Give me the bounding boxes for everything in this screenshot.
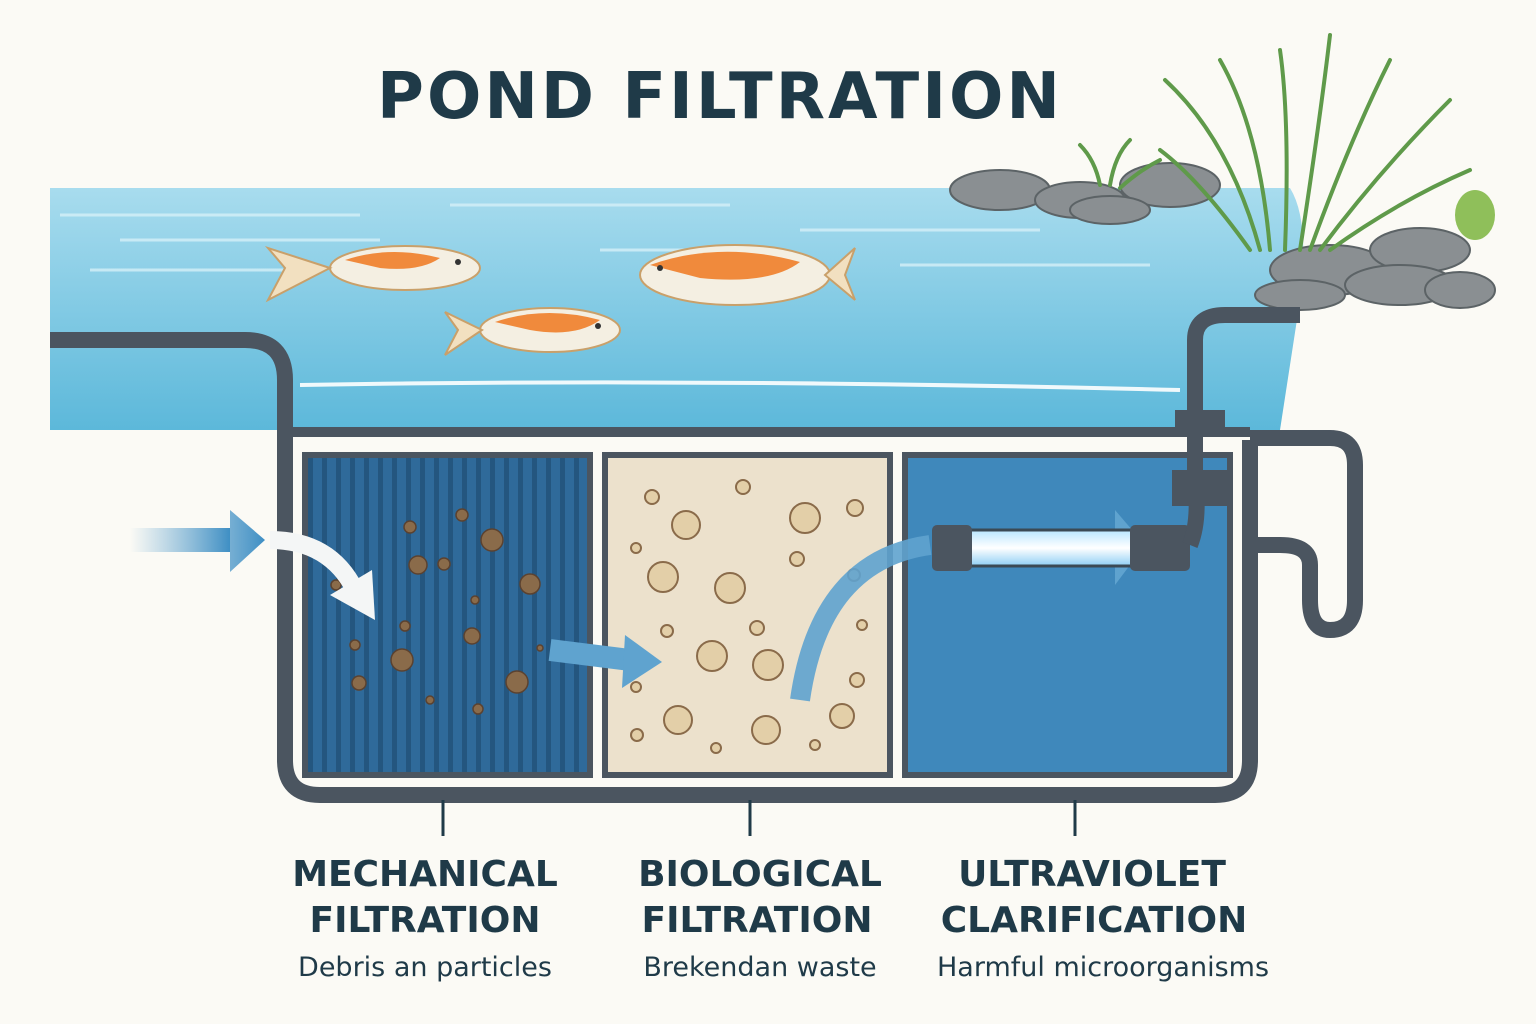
moss — [1455, 190, 1495, 240]
stage-label-ultraviolet: ULTRAVIOLET CLARIFICATION Harmful microo… — [937, 854, 1269, 983]
stage-description: Brekendan waste — [643, 952, 876, 983]
page-title: POND FILTRATION — [377, 60, 1063, 134]
pipe-fitting — [1175, 410, 1225, 436]
stage-heading: FILTRATION — [642, 900, 873, 941]
debris-particles — [330, 508, 544, 715]
stage-heading: FILTRATION — [310, 900, 541, 941]
stage-description: Harmful microorganisms — [937, 952, 1269, 983]
stage-heading: BIOLOGICAL — [638, 854, 882, 895]
uv-chamber — [902, 452, 1233, 778]
stage-heading: ULTRAVIOLET — [958, 854, 1226, 895]
rocks — [949, 162, 1496, 311]
pipe-fitting — [1172, 470, 1228, 506]
flow-arrows — [130, 510, 1145, 702]
mechanical-chamber — [302, 452, 593, 778]
koi-fish — [639, 244, 856, 306]
stage-heading: MECHANICAL — [292, 854, 558, 895]
label-leaders — [441, 800, 1077, 836]
stage-label-biological: BIOLOGICAL FILTRATION Brekendan waste — [638, 854, 882, 983]
koi-fish — [264, 245, 481, 303]
reed-plant — [1078, 33, 1472, 252]
stage-description: Debris an particles — [298, 952, 552, 983]
stage-heading: CLARIFICATION — [941, 900, 1248, 941]
stage-label-mechanical: MECHANICAL FILTRATION Debris an particle… — [292, 854, 558, 983]
koi-fish — [444, 307, 621, 356]
uv-lamp[interactable] — [932, 525, 1190, 571]
pond-water — [50, 188, 1304, 430]
